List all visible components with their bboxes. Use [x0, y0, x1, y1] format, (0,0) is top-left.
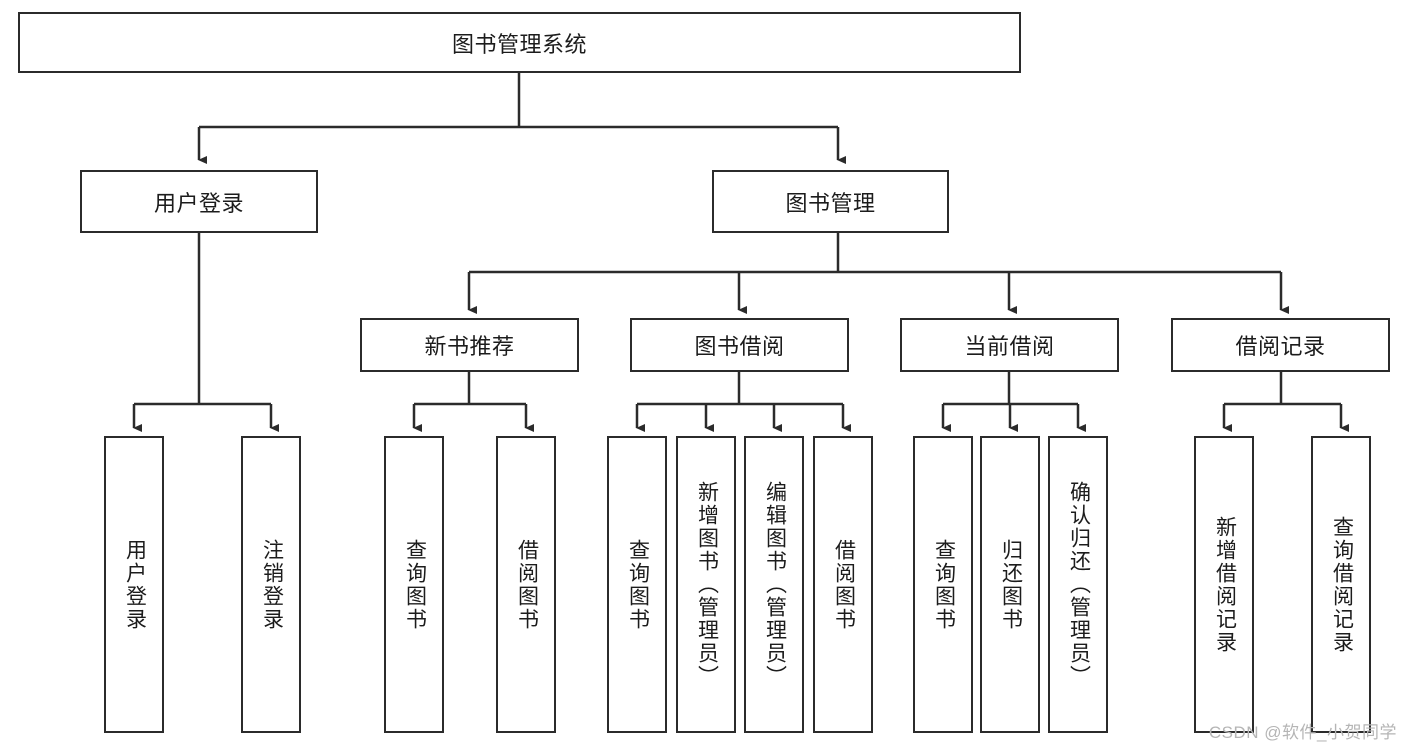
node-label: 图书管理 — [785, 190, 876, 216]
node-user-login[interactable]: 用户登录 — [80, 170, 318, 233]
node-label: 当前借阅 — [964, 334, 1055, 359]
leaf-book-borrow-query-book[interactable]: 查询图书 — [607, 436, 667, 733]
node-label: 查询图书 — [626, 538, 650, 631]
node-root-library-management-system[interactable]: 图书管理系统 — [18, 12, 1021, 73]
node-label: 借阅记录 — [1235, 334, 1326, 359]
node-label: 新书推荐 — [424, 334, 515, 359]
node-label: 用户登录 — [123, 538, 147, 631]
leaf-book-borrow-borrow-book[interactable]: 借阅图书 — [813, 436, 873, 733]
node-label: 用户登录 — [153, 190, 244, 216]
node-book-management[interactable]: 图书管理 — [712, 170, 949, 233]
node-book-borrow[interactable]: 图书借阅 — [630, 318, 849, 372]
leaf-book-borrow-add-book-admin[interactable]: 新增图书（管理员） — [676, 436, 736, 733]
node-label: 借阅图书 — [515, 538, 539, 631]
node-label: 查询图书 — [932, 538, 956, 631]
node-label: 归还图书 — [999, 538, 1023, 631]
connector-lines — [132, 73, 1349, 432]
node-label: 借阅图书 — [832, 538, 856, 631]
node-borrow-record[interactable]: 借阅记录 — [1171, 318, 1390, 372]
node-label: 编辑图书（管理员） — [763, 481, 787, 688]
node-label: 新增图书（管理员） — [695, 481, 719, 688]
leaf-current-borrow-return-book[interactable]: 归还图书 — [980, 436, 1040, 733]
leaf-new-book-query-book[interactable]: 查询图书 — [384, 436, 444, 733]
node-new-book-recommend[interactable]: 新书推荐 — [360, 318, 579, 372]
leaf-user-login-logout[interactable]: 注销登录 — [241, 436, 301, 733]
node-current-borrow[interactable]: 当前借阅 — [900, 318, 1119, 372]
leaf-current-borrow-query-book[interactable]: 查询图书 — [913, 436, 973, 733]
node-label: 图书借阅 — [694, 334, 785, 359]
leaf-user-login-login[interactable]: 用户登录 — [104, 436, 164, 733]
node-label: 新增借阅记录 — [1213, 515, 1237, 654]
node-label: 确认归还（管理员） — [1067, 481, 1091, 688]
leaf-new-book-borrow-book[interactable]: 借阅图书 — [496, 436, 556, 733]
node-label: 注销登录 — [260, 538, 284, 631]
leaf-borrow-record-query-record[interactable]: 查询借阅记录 — [1311, 436, 1371, 733]
node-label: 查询图书 — [403, 538, 427, 631]
node-label: 图书管理系统 — [451, 31, 587, 57]
node-label: 查询借阅记录 — [1330, 515, 1354, 654]
leaf-current-borrow-confirm-return-admin[interactable]: 确认归还（管理员） — [1048, 436, 1108, 733]
leaf-borrow-record-add-record[interactable]: 新增借阅记录 — [1194, 436, 1254, 733]
leaf-book-borrow-edit-book-admin[interactable]: 编辑图书（管理员） — [744, 436, 804, 733]
